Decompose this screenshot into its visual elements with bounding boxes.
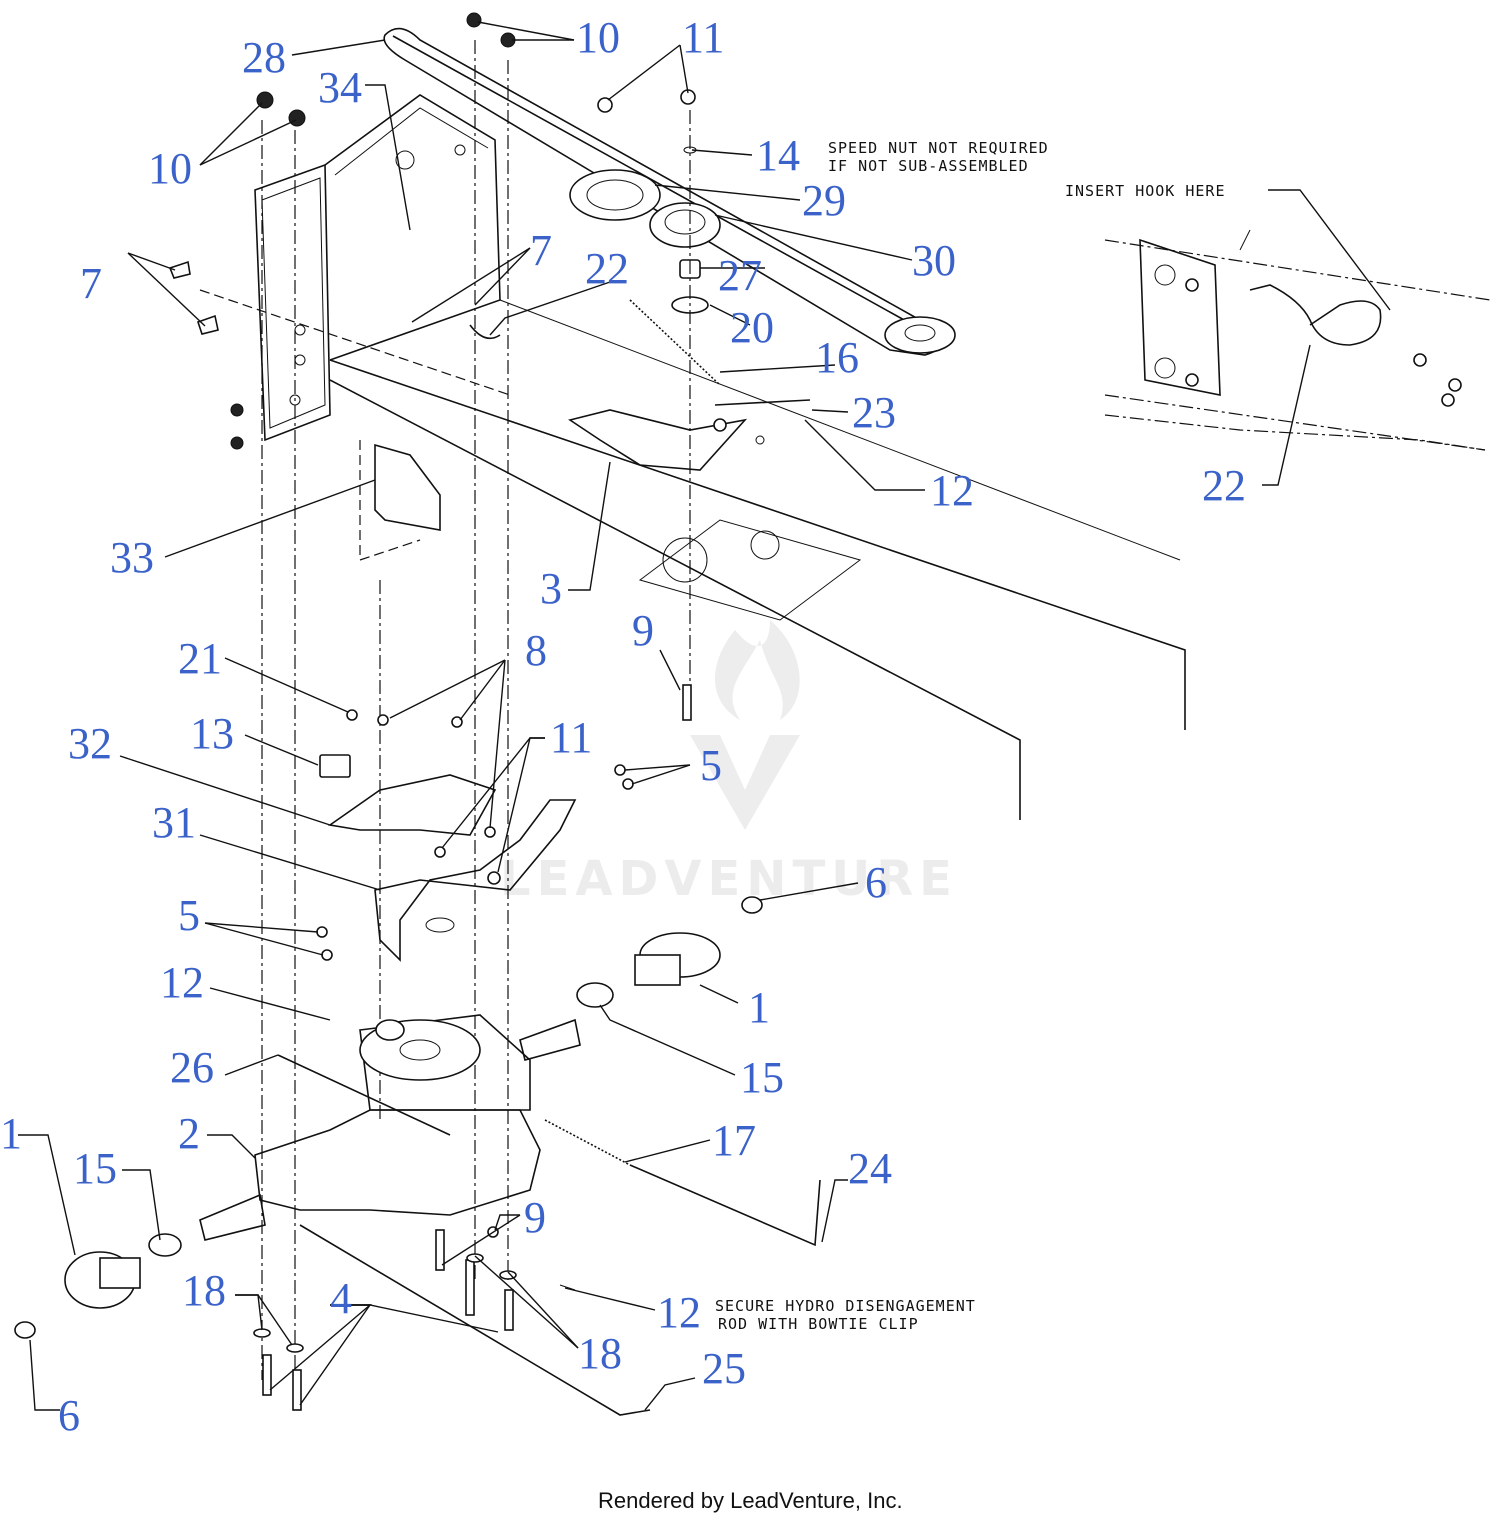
callout-12: 12 [160, 958, 204, 1007]
note-secure-line2: ROD WITH BOWTIE CLIP [718, 1315, 919, 1333]
callout-32: 32 [68, 719, 112, 768]
callout-7: 7 [80, 259, 102, 308]
callout-10: 10 [148, 144, 192, 193]
callout-1: 1 [0, 1109, 22, 1158]
callout-20: 20 [730, 303, 774, 352]
transaxle [199, 1014, 821, 1416]
callout-12: 12 [930, 466, 974, 515]
inset-detail [1104, 229, 1491, 451]
hardware-bottom [253, 1226, 576, 1411]
callout-34: 34 [318, 63, 362, 112]
note-speed-nut-line1: SPEED NUT NOT REQUIRED [828, 139, 1049, 157]
note-insert-hook: INSERT HOOK HERE [1065, 182, 1226, 200]
callout-24: 24 [848, 1144, 892, 1193]
callout-9: 9 [524, 1193, 546, 1242]
callout-8: 8 [525, 626, 547, 675]
mid-brackets [316, 684, 692, 962]
callout-15: 15 [740, 1053, 784, 1102]
footer-credit: Rendered by LeadVenture, Inc. [598, 1488, 903, 1513]
callout-27: 27 [718, 251, 762, 300]
callout-23: 23 [852, 388, 896, 437]
callout-22: 22 [1202, 461, 1246, 510]
callout-28: 28 [242, 33, 286, 82]
note-speed-nut-line2: IF NOT SUB-ASSEMBLED [828, 157, 1029, 175]
callout-labels: 28 10 11 34 10 14 29 30 7 22 7 27 20 16 … [0, 13, 1246, 1440]
callout-2: 2 [178, 1109, 200, 1158]
watermark-text: LEADVENTURE [500, 851, 958, 907]
callout-9: 9 [632, 606, 654, 655]
callout-11: 11 [682, 13, 724, 62]
callout-6: 6 [58, 1391, 80, 1440]
watermark: LEADVENTURE [500, 620, 958, 907]
callout-5: 5 [178, 891, 200, 940]
hubs [14, 896, 763, 1339]
diagram-notes: SPEED NUT NOT REQUIRED IF NOT SUB-ASSEMB… [715, 139, 1226, 1333]
callout-25: 25 [702, 1344, 746, 1393]
callout-17: 17 [712, 1116, 756, 1165]
callout-31: 31 [152, 798, 196, 847]
callout-3: 3 [540, 564, 562, 613]
callout-29: 29 [802, 176, 846, 225]
callout-11: 11 [550, 713, 592, 762]
belt-and-pulleys [383, 27, 956, 386]
callout-7: 7 [530, 226, 552, 275]
callout-33: 33 [110, 533, 154, 582]
note-secure-line1: SECURE HYDRO DISENGAGEMENT [715, 1297, 976, 1315]
callout-5: 5 [700, 741, 722, 790]
callout-6: 6 [865, 858, 887, 907]
leader-lines [18, 21, 1391, 1411]
callout-12: 12 [657, 1288, 701, 1337]
callout-22: 22 [585, 244, 629, 293]
callout-30: 30 [912, 236, 956, 285]
callout-18: 18 [578, 1329, 622, 1378]
callout-13: 13 [190, 709, 234, 758]
frame-assembly [199, 94, 1186, 820]
callout-18: 18 [182, 1266, 226, 1315]
callout-16: 16 [815, 333, 859, 382]
callout-21: 21 [178, 634, 222, 683]
callout-10: 10 [576, 13, 620, 62]
callout-1: 1 [748, 983, 770, 1032]
callout-15: 15 [73, 1144, 117, 1193]
callout-4: 4 [330, 1274, 352, 1323]
callout-14: 14 [756, 131, 800, 180]
callout-26: 26 [170, 1043, 214, 1092]
